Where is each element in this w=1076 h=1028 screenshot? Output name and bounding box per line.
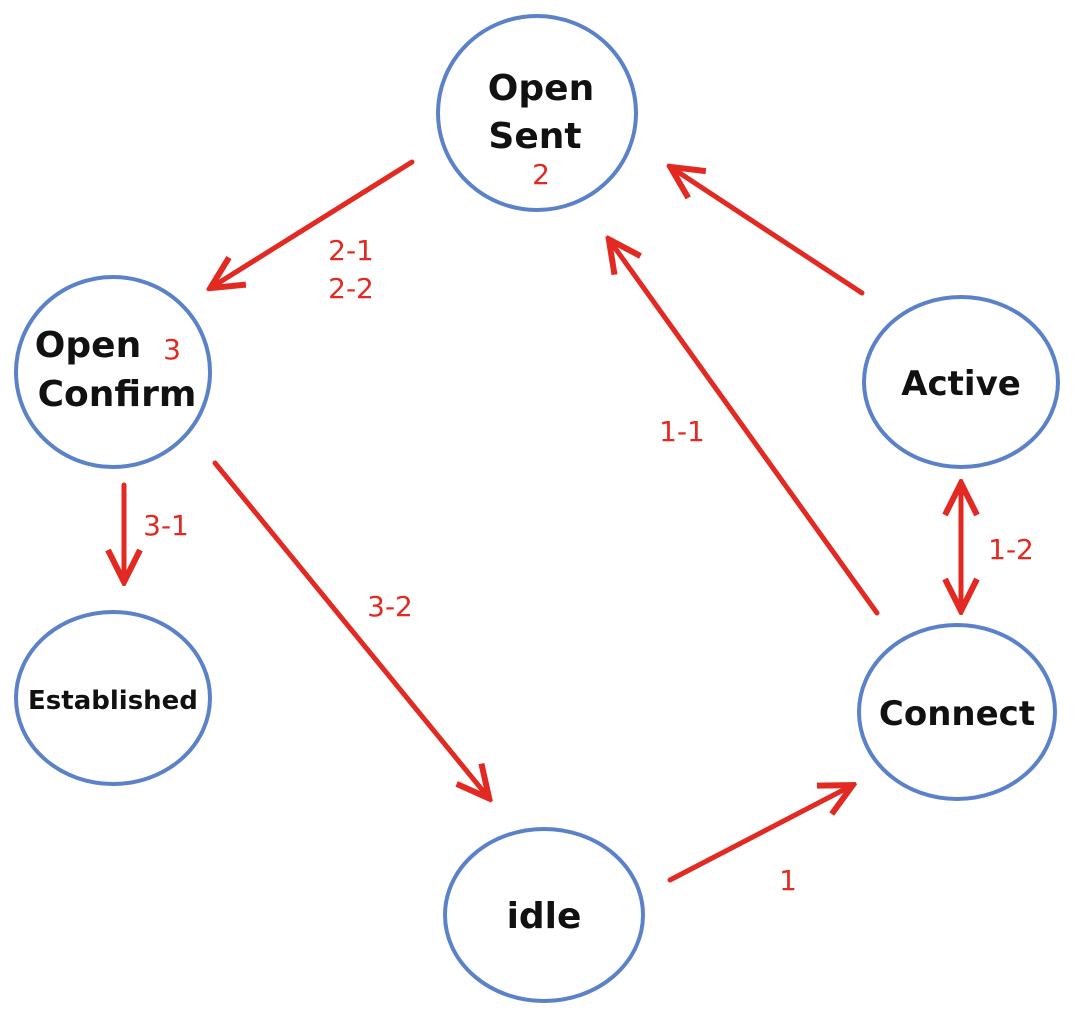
node-open-sent-circle [436,14,638,212]
edge-label-3-1: 3-1 [143,509,189,542]
edge-label-1: 1 [779,864,797,897]
edge-active-to-open-sent [672,168,865,296]
edge-label-1-2: 1-2 [988,533,1034,566]
edge-label-2-2: 2-2 [328,272,374,305]
node-connect-label: Connect [879,694,1035,734]
edge-open-sent-to-open-confirm [212,159,415,287]
edge-label-1-1: 1-1 [659,415,705,448]
node-open-confirm: Open Confirm 3 [14,275,212,469]
node-active: Active [862,295,1060,469]
node-active-circle [862,295,1060,469]
node-connect-circle [857,623,1057,801]
node-active-label: Active [901,364,1021,404]
node-connect: Connect [857,623,1057,801]
edge-connect-to-open-sent [610,241,880,616]
edge-label-2-1: 2-1 [328,234,374,267]
node-open-sent: Open Sent 2 [436,14,638,212]
node-open-sent-label-line2: Sent [488,116,581,157]
node-established-circle [14,610,212,786]
edge-label-3-2: 3-2 [367,590,413,623]
node-idle-label: idle [507,896,582,937]
node-open-confirm-label-line2: Confirm [38,374,197,415]
node-open-confirm-label-line1: Open [35,325,141,366]
node-open-confirm-number: 3 [163,333,181,366]
edge-open-confirm-to-idle [212,460,488,797]
node-idle: idle [443,827,645,1003]
node-idle-circle [443,827,645,1003]
node-established: Established [14,610,212,786]
edge-idle-to-connect [667,786,851,883]
node-open-sent-label-line1: Open [488,68,594,109]
node-established-label: Established [28,686,198,716]
node-open-sent-number: 2 [532,158,550,191]
node-open-confirm-circle [14,275,212,469]
